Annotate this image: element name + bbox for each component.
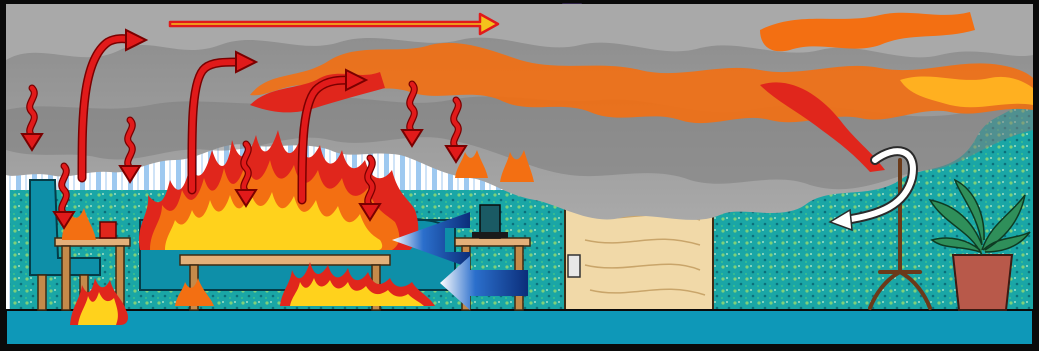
door [565,205,713,310]
door-hinge [568,255,580,277]
side-table-leg [62,246,70,310]
plant-pot [953,255,1012,310]
lamp-foot [472,232,508,238]
armchair-leg [38,275,46,310]
coffee-table-top [180,255,390,265]
floor [6,310,1033,345]
mug [100,222,116,238]
